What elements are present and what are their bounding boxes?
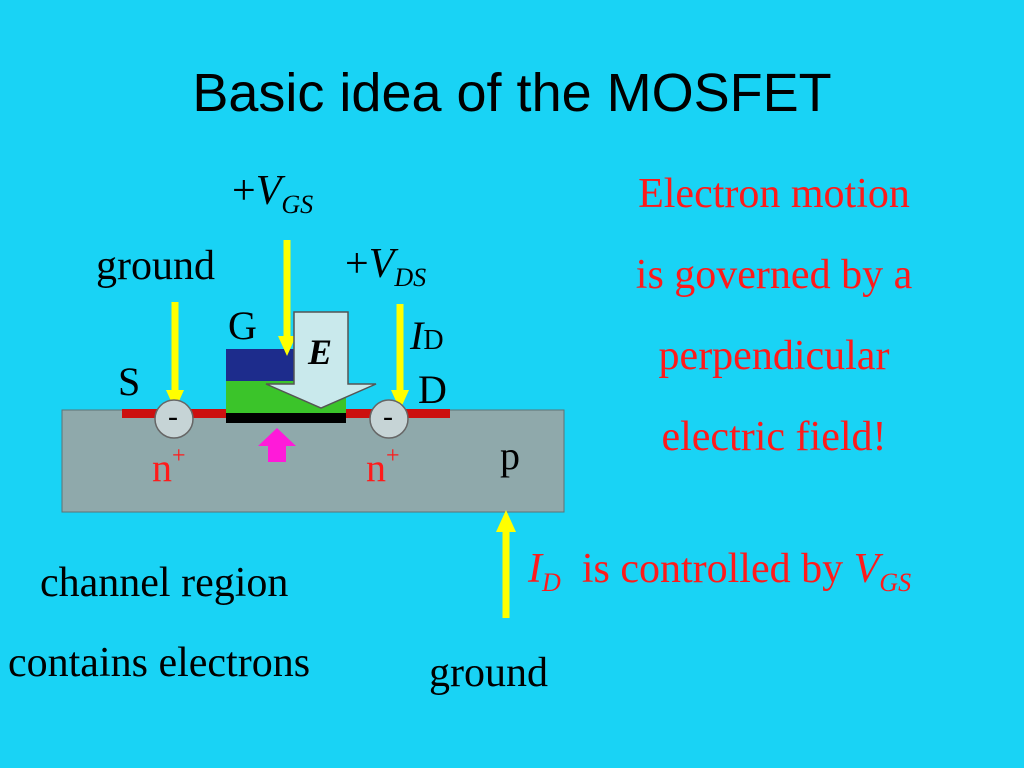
control-middle: is controlled by bbox=[581, 546, 844, 592]
vgs-prefix: + bbox=[232, 168, 256, 214]
electron-minus-left: - bbox=[168, 400, 178, 433]
vgs-sub: GS bbox=[281, 190, 314, 220]
control-i-var: I bbox=[528, 546, 542, 592]
drain-region-sup: + bbox=[386, 443, 400, 469]
vgs-label: +VGS bbox=[232, 170, 313, 218]
control-v-var: V bbox=[853, 546, 880, 592]
slide-title: Basic idea of the MOSFET bbox=[192, 63, 832, 123]
source-label: S bbox=[118, 359, 141, 404]
vgs-var: V bbox=[255, 168, 282, 214]
side-text-line-1: Electron motion bbox=[638, 171, 910, 217]
side-text-line-2: is governed by a bbox=[635, 252, 913, 298]
drain-label: D bbox=[418, 367, 447, 412]
ground-bottom-arrow bbox=[496, 510, 516, 618]
vds-arrow bbox=[391, 304, 409, 410]
gate-insulator-line bbox=[226, 413, 346, 423]
control-i-sub: D bbox=[542, 568, 561, 598]
electron-source bbox=[154, 399, 194, 439]
side-text-line-4: electric field! bbox=[661, 414, 887, 460]
control-statement: ID is controlled by VGS bbox=[528, 548, 911, 596]
vds-label: +VDS bbox=[345, 243, 426, 291]
ground-left-arrow bbox=[166, 302, 184, 410]
channel-text-line-2: contains electrons bbox=[8, 640, 311, 686]
vds-sub: DS bbox=[394, 263, 427, 293]
p-substrate bbox=[61, 409, 565, 513]
side-text-line-3: perpendicular bbox=[658, 333, 890, 379]
substrate-label: p bbox=[500, 433, 520, 478]
control-v-sub: GS bbox=[879, 568, 912, 598]
electric-field-arrow bbox=[265, 311, 377, 409]
source-region-base: n bbox=[152, 445, 172, 490]
ground-left-label: ground bbox=[96, 243, 215, 289]
channel-text-line-1: channel region bbox=[40, 560, 289, 606]
vds-prefix: + bbox=[345, 241, 369, 287]
id-var: I bbox=[410, 313, 424, 358]
id-label: ID bbox=[410, 316, 444, 356]
vds-var: V bbox=[368, 241, 395, 287]
source-region-sup: + bbox=[172, 443, 186, 469]
electron-drain bbox=[369, 399, 409, 439]
drain-region-label: n+ bbox=[366, 444, 400, 488]
source-region-label: n+ bbox=[152, 444, 186, 488]
drain-region-base: n bbox=[366, 445, 386, 490]
ground-bottom-label: ground bbox=[429, 650, 548, 696]
field-label: E bbox=[308, 332, 333, 372]
vgs-arrow bbox=[278, 240, 296, 356]
electron-minus-right: - bbox=[383, 400, 393, 433]
electron-motion-arrow bbox=[258, 428, 296, 462]
gate-label: G bbox=[228, 303, 257, 348]
id-sub: D bbox=[423, 325, 444, 356]
